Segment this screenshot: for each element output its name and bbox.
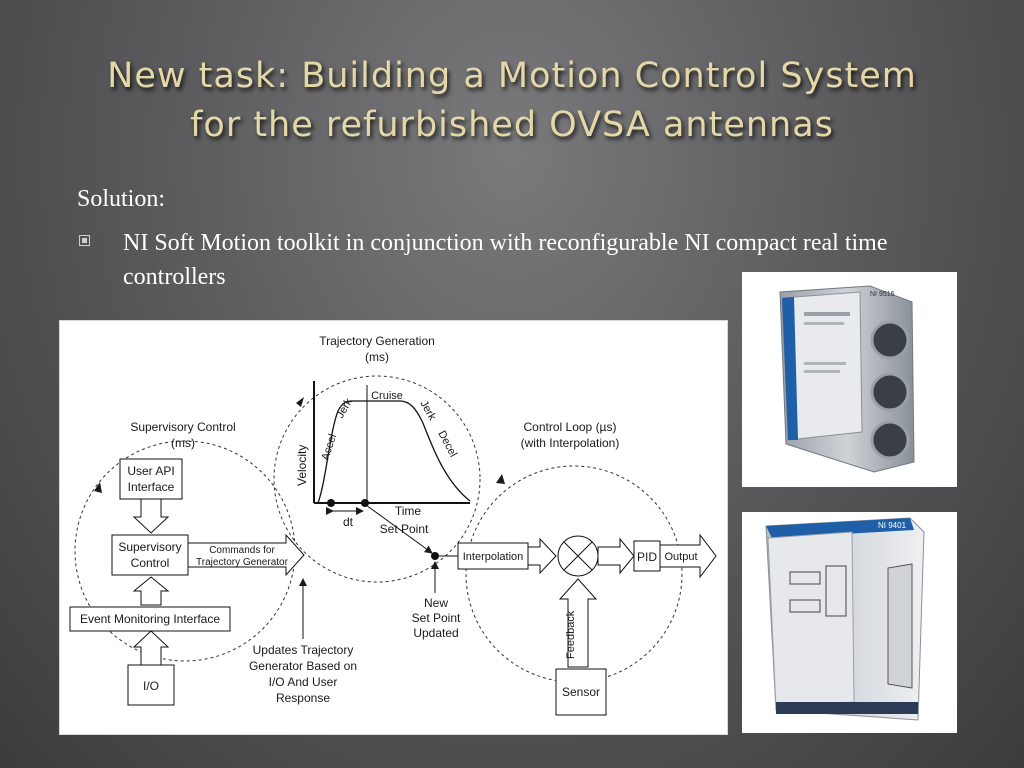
supervisory-title-2: (ms)	[171, 436, 195, 450]
set-point-arrow	[365, 504, 433, 554]
bullet-text: NI Soft Motion toolkit in conjunction wi…	[123, 230, 888, 290]
control-loop-title-1: Control Loop (µs)	[524, 420, 617, 434]
event-monitoring-box	[69, 606, 231, 632]
io-module-svg: NI 9401	[765, 517, 925, 721]
new-set-point-label-2: Set Point	[412, 611, 461, 625]
user-api-label-2: Interface	[128, 480, 175, 494]
module-label-text-block	[804, 312, 850, 316]
decel-label: Decel	[435, 429, 459, 459]
sensor-box	[555, 668, 607, 716]
connector-2-icon	[870, 372, 910, 412]
cruise-label: Cruise	[371, 390, 403, 402]
io-box	[127, 664, 175, 706]
pid-label: PID	[637, 550, 657, 564]
new-set-point-label-3: Updated	[413, 626, 458, 640]
event-monitoring-label: Event Monitoring Interface	[80, 612, 220, 626]
output-label: Output	[664, 551, 697, 563]
connector-3-icon	[870, 420, 910, 460]
ni-motion-module-photo: NI 9516	[742, 272, 957, 487]
supervisory-box-label-2: Control	[131, 556, 170, 570]
module-label-text-block-3	[804, 362, 846, 365]
commands-arrow	[187, 533, 305, 577]
io-schematic-block	[789, 571, 821, 585]
sample-point-1	[327, 499, 335, 507]
updates-label-1: Updates Trajectory	[253, 643, 354, 657]
solution-label: Solution:	[77, 186, 166, 212]
velocity-label: Velocity	[295, 445, 309, 486]
user-api-label-1: User API	[127, 464, 174, 478]
user-api-down-arrow	[132, 498, 170, 534]
feedback-arrow	[558, 578, 598, 668]
user-api-box	[119, 458, 183, 500]
supervisory-box-label-1: Supervisory	[118, 540, 181, 554]
commands-label-2: Trajectory Generator	[196, 557, 289, 568]
set-point-label: Set Point	[380, 522, 429, 536]
module-label-text-block-2	[804, 322, 844, 325]
motion-control-diagram: Trajectory Generation (ms) Supervisory C…	[59, 320, 728, 735]
motion-module-svg: NI 9516	[779, 285, 915, 473]
control-loop-arrow-icon	[496, 474, 505, 484]
accel-label: Accel	[319, 433, 339, 462]
module-label-text-block-4	[804, 370, 840, 373]
trajectory-loop-circle	[273, 375, 481, 583]
dt-label: dt	[343, 515, 354, 529]
feedback-label: Feedback	[565, 610, 577, 659]
interpolation-label: Interpolation	[463, 551, 524, 563]
slide-title: New task: Building a Motion Control Syst…	[30, 52, 994, 150]
supervisory-title-1: Supervisory Control	[130, 420, 235, 434]
output-arrow	[659, 533, 717, 579]
updates-label-3: I/O And User	[269, 675, 338, 689]
interpolation-box	[457, 542, 529, 570]
updates-label-4: Response	[276, 691, 330, 705]
slide-title-line-2: for the refurbished OVSA antennas	[190, 105, 834, 145]
ni-9401-module-photo: NI 9401	[742, 512, 957, 733]
trajectory-loop-arrow-icon	[296, 397, 304, 407]
top-module-label: NI 9516	[870, 291, 895, 298]
io-module-bottom-strip	[776, 702, 918, 714]
velocity-profile-curve	[317, 400, 471, 504]
trajectory-title-1: Trajectory Generation	[319, 334, 435, 348]
control-loop-title-2: (with Interpolation)	[521, 436, 620, 450]
io-schematic-block-2	[789, 599, 821, 613]
io-schematic-block-3	[825, 565, 847, 617]
supervisory-loop-arrow-icon	[94, 482, 102, 493]
io-label: I/O	[143, 679, 159, 693]
slide-title-line-1: New task: Building a Motion Control Syst…	[107, 56, 917, 96]
set-point-junction	[431, 552, 439, 560]
io-module-left-face	[767, 531, 855, 709]
trajectory-title-2: (ms)	[365, 350, 389, 364]
sensor-label: Sensor	[562, 685, 600, 699]
io-up-arrow	[132, 630, 170, 666]
dsub-connector-icon	[887, 563, 913, 689]
pid-box	[633, 540, 661, 572]
module-blue-stripe	[782, 297, 798, 440]
bottom-module-label: NI 9401	[878, 521, 907, 530]
diagram-svg: Trajectory Generation (ms) Supervisory C…	[69, 334, 717, 716]
summing-junction-x2	[563, 541, 593, 571]
sample-point-2	[361, 499, 369, 507]
jerk-up-label: Jerk	[334, 396, 355, 420]
bullet-marker-icon	[79, 235, 90, 246]
event-up-arrow	[132, 576, 170, 606]
time-label: Time	[395, 504, 422, 518]
updates-label-2: Generator Based on	[249, 659, 357, 673]
new-set-point-label-1: New	[424, 596, 448, 610]
io-module-blue-panel	[766, 518, 914, 538]
interpolation-arrow	[527, 537, 557, 575]
summing-to-pid-arrow	[597, 537, 635, 575]
connector-1-icon	[870, 320, 910, 360]
commands-label-1: Commands for	[209, 545, 275, 556]
supervisory-control-box	[111, 534, 189, 576]
